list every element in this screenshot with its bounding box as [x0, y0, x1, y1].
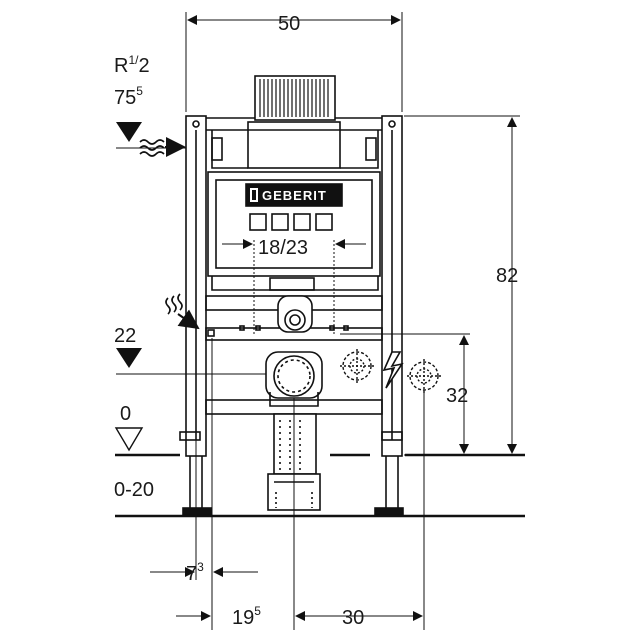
brand-logo-badge — [245, 183, 343, 207]
height-22-marker — [116, 348, 142, 368]
floor-range-label: 0-20 — [114, 479, 154, 501]
drain-wave-icon — [165, 293, 183, 315]
foot-offset-label: 73 — [186, 560, 204, 585]
button-spacing-label: 18/23 — [258, 237, 308, 259]
drain-offset-label: 195 — [232, 604, 261, 629]
electrical-lightning-icon — [382, 351, 404, 389]
pipe-size-label: R1/2 — [114, 53, 150, 77]
flush-button-2 — [271, 213, 289, 231]
inlet-level-marker — [116, 122, 142, 142]
water-connection-fittings — [340, 349, 441, 393]
right-foot — [374, 507, 404, 516]
right-frame-leg — [381, 115, 403, 457]
flush-button-4 — [315, 213, 333, 231]
drain-spacing-label: 30 — [342, 607, 364, 629]
inlet-height-label: 755 — [114, 84, 143, 109]
cistern-body — [207, 171, 381, 277]
left-foot — [182, 507, 212, 516]
cistern — [207, 75, 381, 291]
drain-pipe — [273, 413, 317, 475]
flush-button-1 — [249, 213, 267, 231]
brand-logo-mark — [250, 188, 258, 202]
flush-button-3 — [293, 213, 311, 231]
drain-height-label: 32 — [446, 385, 468, 407]
brand-logo-text: GEBERIT — [262, 188, 327, 203]
height-22-label: 22 — [114, 325, 136, 347]
fitting-left — [342, 351, 372, 381]
overall-width-label: 50 — [278, 13, 300, 35]
height-0-label: 0 — [120, 403, 131, 425]
zero-level-marker — [114, 427, 144, 452]
cistern-grille — [254, 75, 336, 121]
total-height-label: 82 — [496, 265, 518, 287]
water-wave-icon — [139, 139, 165, 157]
